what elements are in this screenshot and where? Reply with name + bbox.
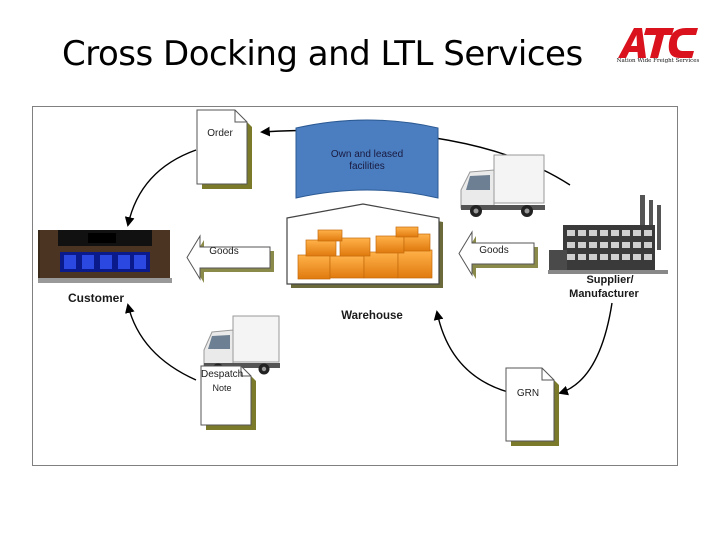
- atc-logo: [618, 28, 698, 58]
- facilities-banner: [295, 119, 439, 199]
- arc-supplier-to-grn: [558, 302, 613, 396]
- facilities-label: Own and leased facilities: [330, 149, 404, 172]
- warehouse-label: Warehouse: [341, 310, 403, 322]
- arc-grn-to-warehouse: [433, 310, 509, 393]
- order-label: Order: [207, 128, 233, 139]
- arc-order-to-customer: [124, 149, 197, 227]
- despatch-label-line1: Despatch: [201, 369, 244, 380]
- warehouse-icon: [286, 203, 443, 288]
- grn-label: GRN: [516, 388, 540, 399]
- supplier-label-line2: Manufacturer: [569, 288, 639, 300]
- despatch-label-line2: Note: [212, 383, 232, 393]
- page-title: Cross Docking and LTL Services: [62, 34, 583, 74]
- customer-label: Customer: [67, 291, 124, 305]
- factory-icon: [548, 195, 668, 274]
- diagram-frame: [32, 106, 678, 466]
- delivery-truck-icon-top: [460, 154, 545, 217]
- logo-tagline: Nation Wide Freight Services: [616, 58, 700, 64]
- despatch-note-document-icon: [200, 365, 256, 430]
- goods-arrow-right: [458, 230, 538, 279]
- grn-document-icon: [505, 367, 559, 446]
- arc-customer-to-despatch: [125, 303, 197, 381]
- supplier-label-line1: Supplier/: [586, 274, 634, 286]
- goods-left-label: Goods: [209, 246, 239, 257]
- goods-right-label: Goods: [479, 245, 509, 256]
- goods-arrow-left: [186, 234, 274, 283]
- order-document-icon: [196, 109, 252, 189]
- boxes-stack: [297, 226, 433, 280]
- delivery-truck-icon-bottom: [203, 315, 280, 375]
- customer-shop-icon: [38, 230, 172, 283]
